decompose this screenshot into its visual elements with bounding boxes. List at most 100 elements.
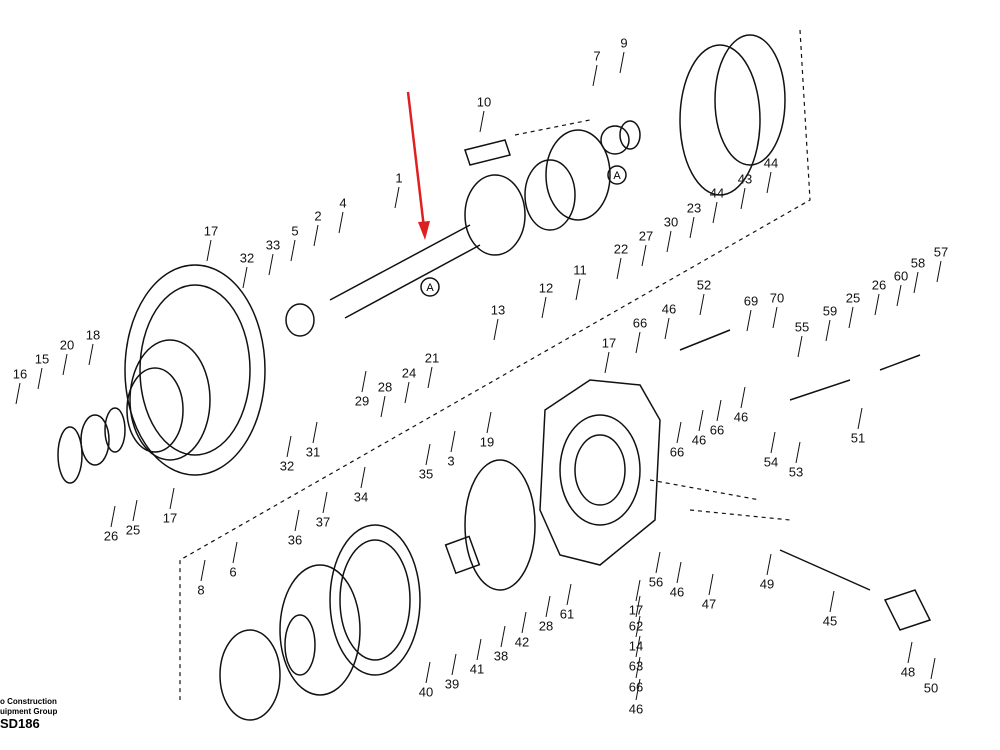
leader-line <box>676 421 682 444</box>
part-label-66[interactable]: 66 <box>669 444 685 460</box>
leader-line <box>936 260 942 283</box>
part-label-28[interactable]: 28 <box>377 379 393 395</box>
part-label-27[interactable]: 27 <box>638 228 654 244</box>
part-label-26[interactable]: 26 <box>103 528 119 544</box>
part-label-18[interactable]: 18 <box>85 327 101 343</box>
part-label-5[interactable]: 5 <box>291 223 299 239</box>
part-label-47[interactable]: 47 <box>701 596 717 612</box>
part-label-15[interactable]: 15 <box>34 351 50 367</box>
leader-line <box>766 553 772 576</box>
leader-line <box>404 381 410 404</box>
leader-line <box>521 611 527 634</box>
part-label-41[interactable]: 41 <box>469 661 485 677</box>
part-label-69[interactable]: 69 <box>743 293 759 309</box>
part-label-46[interactable]: 46 <box>661 301 677 317</box>
part-label-40[interactable]: 40 <box>418 684 434 700</box>
part-label-36[interactable]: 36 <box>287 532 303 548</box>
part-label-21[interactable]: 21 <box>424 350 440 366</box>
part-label-46[interactable]: 46 <box>691 432 707 448</box>
part-label-33[interactable]: 33 <box>265 237 281 253</box>
publisher-line-1: o Construction <box>0 697 57 706</box>
part-label-7[interactable]: 7 <box>593 48 601 64</box>
part-label-44[interactable]: 44 <box>763 155 779 171</box>
part-label-45[interactable]: 45 <box>822 613 838 629</box>
part-label-56[interactable]: 56 <box>648 574 664 590</box>
part-label-70[interactable]: 70 <box>769 290 785 306</box>
part-label-1[interactable]: 1 <box>395 170 403 186</box>
part-label-53[interactable]: 53 <box>788 464 804 480</box>
part-label-57[interactable]: 57 <box>933 244 949 260</box>
part-label-17[interactable]: 17 <box>601 335 617 351</box>
part-label-10[interactable]: 10 <box>476 94 492 110</box>
part-label-46[interactable]: 46 <box>669 584 685 600</box>
leader-line <box>848 306 854 329</box>
part-label-30[interactable]: 30 <box>663 214 679 230</box>
part-label-60[interactable]: 60 <box>893 268 909 284</box>
part-label-66[interactable]: 66 <box>628 679 644 695</box>
part-label-11[interactable]: 11 <box>573 262 587 278</box>
part-label-9[interactable]: 9 <box>620 35 628 51</box>
part-label-38[interactable]: 38 <box>493 648 509 664</box>
part-label-39[interactable]: 39 <box>444 676 460 692</box>
part-label-26[interactable]: 26 <box>871 277 887 293</box>
part-label-42[interactable]: 42 <box>514 634 530 650</box>
part-label-17[interactable]: 17 <box>162 510 178 526</box>
part-label-49[interactable]: 49 <box>759 576 775 592</box>
part-label-4[interactable]: 4 <box>339 195 347 211</box>
highlight-arrow <box>406 91 430 240</box>
leader-line <box>825 319 831 342</box>
part-label-20[interactable]: 20 <box>59 337 75 353</box>
part-label-35[interactable]: 35 <box>418 466 434 482</box>
leader-line <box>795 441 801 464</box>
part-label-17[interactable]: 17 <box>203 223 219 239</box>
leader-line <box>907 641 913 664</box>
part-label-2[interactable]: 2 <box>314 208 322 224</box>
part-label-59[interactable]: 59 <box>822 303 838 319</box>
part-label-32[interactable]: 32 <box>279 458 295 474</box>
leader-line <box>312 421 318 444</box>
part-label-32[interactable]: 32 <box>239 250 255 266</box>
part-label-43[interactable]: 43 <box>737 171 753 187</box>
part-label-6[interactable]: 6 <box>229 564 237 580</box>
part-label-25[interactable]: 25 <box>845 290 861 306</box>
part-label-55[interactable]: 55 <box>794 319 810 335</box>
part-label-3[interactable]: 3 <box>447 453 455 469</box>
leader-line <box>676 561 682 584</box>
part-label-17[interactable]: 17 <box>628 602 644 618</box>
hub-housing <box>124 264 266 476</box>
leader-line <box>338 211 344 234</box>
part-label-37[interactable]: 37 <box>315 514 331 530</box>
leader-line <box>450 430 456 453</box>
leader-line <box>641 244 647 267</box>
part-label-19[interactable]: 19 <box>479 434 495 450</box>
part-label-51[interactable]: 51 <box>850 430 866 446</box>
part-label-34[interactable]: 34 <box>353 489 369 505</box>
part-label-13[interactable]: 13 <box>490 302 506 318</box>
part-label-25[interactable]: 25 <box>125 522 141 538</box>
part-label-44[interactable]: 44 <box>709 185 725 201</box>
part-label-66[interactable]: 66 <box>632 315 648 331</box>
part-label-31[interactable]: 31 <box>305 444 321 460</box>
part-label-54[interactable]: 54 <box>763 454 779 470</box>
part-label-23[interactable]: 23 <box>686 200 702 216</box>
part-label-61[interactable]: 61 <box>559 606 575 622</box>
part-label-46[interactable]: 46 <box>733 409 749 425</box>
part-label-28[interactable]: 28 <box>538 618 554 634</box>
part-label-66[interactable]: 66 <box>709 422 725 438</box>
part-label-14[interactable]: 14 <box>628 638 644 654</box>
part-label-22[interactable]: 22 <box>613 241 629 257</box>
part-label-12[interactable]: 12 <box>538 280 554 296</box>
part-label-8[interactable]: 8 <box>197 582 205 598</box>
part-label-52[interactable]: 52 <box>696 277 712 293</box>
part-label-58[interactable]: 58 <box>910 255 926 271</box>
part-label-62[interactable]: 62 <box>628 618 644 634</box>
part-label-63[interactable]: 63 <box>628 658 644 674</box>
part-label-29[interactable]: 29 <box>354 393 370 409</box>
part-label-46[interactable]: 46 <box>628 701 644 717</box>
part-label-50[interactable]: 50 <box>923 680 939 696</box>
part-label-24[interactable]: 24 <box>401 365 417 381</box>
leader-line <box>708 573 714 596</box>
part-label-48[interactable]: 48 <box>900 664 916 680</box>
part-label-16[interactable]: 16 <box>12 366 28 382</box>
